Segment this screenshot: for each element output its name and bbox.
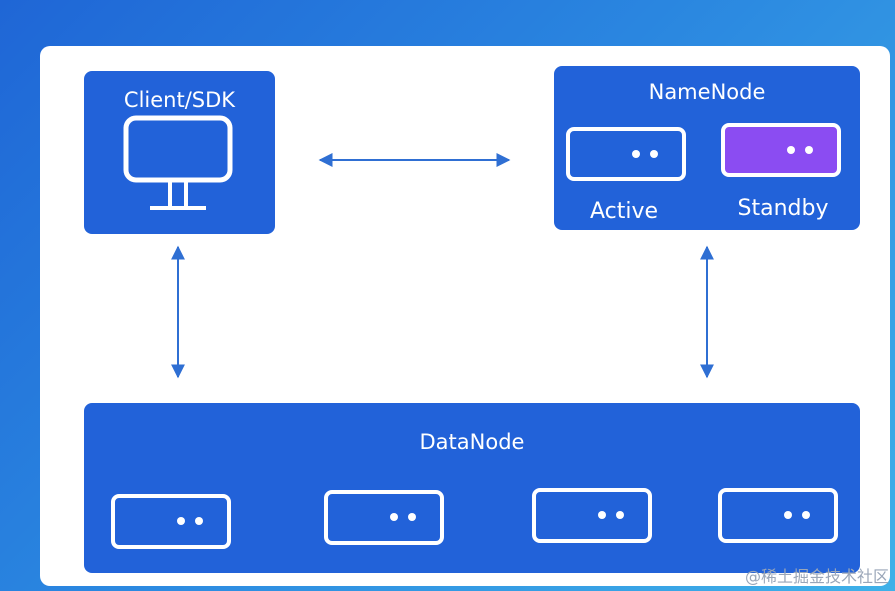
server-indicator-dot [390,513,398,521]
client-sdk-node: Client/SDK [84,71,275,234]
server-indicator-dot [408,513,416,521]
monitor-icon [122,114,234,214]
datanode-server-box [111,494,231,549]
standby-label: Standby [737,196,829,221]
datanode-title: DataNode [419,430,525,454]
server-indicator-dot [598,511,606,519]
server-indicator-dot [787,146,795,154]
server-indicator-dot [784,511,792,519]
server-indicator-dot [177,517,185,525]
server-indicator-dot [632,150,640,158]
server-indicator-dot [650,150,658,158]
server-indicator-dot [616,511,624,519]
server-indicator-dot [195,517,203,525]
server-indicator-dot [802,511,810,519]
client-sdk-title: Client/SDK [123,88,236,112]
datanode-server-box [324,490,444,545]
standby-server-box [721,123,841,177]
server-indicator-dot [805,146,813,154]
namenode-title: NameNode [648,80,766,104]
active-server-box [566,127,686,181]
datanode-server-box [532,488,652,543]
datanode-server-box [718,488,838,543]
active-label: Active [589,199,659,224]
datanode-node: DataNode [84,403,860,573]
watermark-text: @稀土掘金技术社区 [744,567,889,586]
namenode-node: NameNode Active Standby [554,66,860,230]
